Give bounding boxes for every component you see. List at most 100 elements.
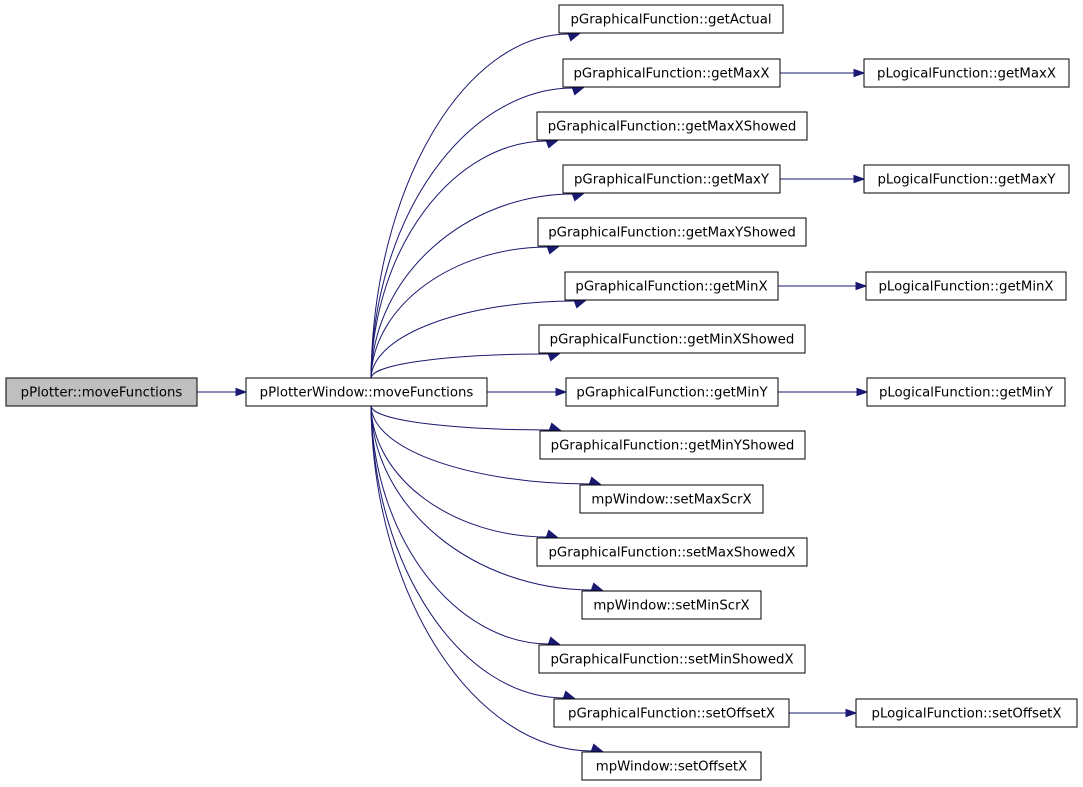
node-gf-getmaxyshowed-box bbox=[537, 217, 807, 247]
node-pw-label: pPlotterWindow::moveFunctions bbox=[260, 386, 474, 401]
edge-pw-to-gf-getactual-arrowhead bbox=[567, 33, 581, 42]
edge-pw-to-gf-getmaxy bbox=[370, 193, 585, 379]
node-gf-getmaxx-box bbox=[562, 58, 781, 88]
edge-pw-to-gf-getmaxxshowed-line bbox=[370, 140, 548, 379]
node-lf-getmaxy-label: pLogicalFunction::getMaxY bbox=[877, 173, 1056, 188]
edge-gf-getminx-to-lf-getminx bbox=[778, 281, 868, 291]
edge-pw-to-gf-getminx-arrowhead bbox=[573, 300, 587, 309]
node-mp-setmaxscrx[interactable]: mpWindow::setMaxScrX bbox=[579, 484, 764, 514]
edge-pw-to-gf-getactual-line bbox=[370, 33, 570, 379]
edge-pw-to-gf-setoffsetx bbox=[370, 405, 576, 699]
node-gf-setoffsetx[interactable]: pGraphicalFunction::setOffsetX bbox=[553, 698, 790, 728]
edge-pw-to-gf-setmaxshowedx-arrowhead bbox=[545, 529, 559, 538]
edge-pw-to-gf-getmaxx-arrowhead bbox=[571, 87, 585, 96]
node-lf-getmaxy[interactable]: pLogicalFunction::getMaxY bbox=[863, 164, 1070, 194]
edge-pw-to-mp-setminscrx bbox=[370, 405, 604, 591]
edge-pw-to-gf-getmaxy-line bbox=[370, 193, 574, 379]
edge-pw-to-gf-getminx-line bbox=[370, 300, 576, 379]
edge-pw-to-gf-getminx bbox=[370, 300, 587, 379]
edge-root-to-pw bbox=[197, 387, 248, 397]
node-gf-getminxshowed-label: pGraphicalFunction::getMinXShowed bbox=[550, 333, 795, 348]
node-gf-getmaxy-label: pGraphicalFunction::getMaxY bbox=[574, 173, 770, 188]
node-gf-getminyshowed[interactable]: pGraphicalFunction::getMinYShowed bbox=[539, 430, 806, 460]
node-mp-setoffsetx[interactable]: mpWindow::setOffsetX bbox=[581, 751, 762, 781]
node-gf-getmaxx-label: pGraphicalFunction::getMaxX bbox=[573, 67, 769, 82]
node-mp-setoffsetx-label: mpWindow::setOffsetX bbox=[596, 760, 747, 775]
edge-pw-to-gf-setminshowedx bbox=[370, 405, 561, 645]
node-lf-getminx-label: pLogicalFunction::getMinX bbox=[878, 280, 1053, 295]
node-root-box bbox=[5, 377, 198, 407]
node-gf-getmaxxshowed[interactable]: pGraphicalFunction::getMaxXShowed bbox=[536, 111, 808, 141]
node-gf-setmaxshowedx-label: pGraphicalFunction::setMaxShowedX bbox=[548, 546, 795, 561]
node-pw[interactable]: pPlotterWindow::moveFunctions bbox=[245, 377, 488, 407]
edge-pw-to-mp-setmaxscrx-line bbox=[370, 405, 591, 485]
node-gf-getmaxxshowed-box bbox=[536, 111, 808, 141]
node-lf-getminx-box bbox=[865, 271, 1067, 301]
node-mp-setmaxscrx-label: mpWindow::setMaxScrX bbox=[591, 493, 751, 508]
edge-gf-getmaxy-to-lf-getmaxy-arrowhead bbox=[853, 174, 866, 184]
node-gf-setminshowedx[interactable]: pGraphicalFunction::setMinShowedX bbox=[538, 644, 806, 674]
node-gf-getminy-box bbox=[565, 377, 779, 407]
edge-gf-setoffsetx-to-lf-setoffsetx bbox=[789, 708, 858, 718]
node-gf-getminx[interactable]: pGraphicalFunction::getMinX bbox=[564, 271, 779, 301]
edge-pw-to-gf-setoffsetx-line bbox=[370, 405, 565, 699]
edge-pw-to-gf-getmaxyshowed bbox=[370, 246, 560, 379]
edge-pw-to-gf-getmaxx bbox=[370, 87, 585, 379]
node-gf-getmaxx[interactable]: pGraphicalFunction::getMaxX bbox=[562, 58, 781, 88]
node-gf-getactual-box bbox=[558, 4, 784, 34]
node-gf-getminyshowed-box bbox=[539, 430, 806, 460]
node-gf-getactual-label: pGraphicalFunction::getActual bbox=[570, 13, 771, 28]
edge-pw-to-mp-setoffsetx-arrowhead bbox=[590, 743, 604, 752]
edge-pw-to-gf-setoffsetx-arrowhead bbox=[562, 690, 576, 699]
edge-pw-to-gf-getminyshowed bbox=[370, 405, 562, 431]
node-lf-setoffsetx-label: pLogicalFunction::setOffsetX bbox=[872, 707, 1062, 722]
node-lf-setoffsetx[interactable]: pLogicalFunction::setOffsetX bbox=[855, 698, 1078, 728]
node-gf-getmaxy[interactable]: pGraphicalFunction::getMaxY bbox=[562, 164, 781, 194]
edge-pw-to-gf-getmaxy-arrowhead bbox=[571, 193, 585, 202]
nodes-layer: pPlotter::moveFunctions pPlotterWindow::m… bbox=[5, 4, 1078, 781]
node-gf-getmaxyshowed[interactable]: pGraphicalFunction::getMaxYShowed bbox=[537, 217, 807, 247]
node-gf-getmaxxshowed-label: pGraphicalFunction::getMaxXShowed bbox=[548, 120, 797, 135]
edge-pw-to-gf-getminyshowed-line bbox=[370, 405, 551, 431]
edge-gf-getmaxx-to-lf-getmaxx bbox=[780, 68, 866, 78]
node-gf-setoffsetx-label: pGraphicalFunction::setOffsetX bbox=[568, 707, 775, 722]
node-gf-getminxshowed[interactable]: pGraphicalFunction::getMinXShowed bbox=[538, 324, 806, 354]
edge-pw-to-mp-setminscrx-arrowhead bbox=[590, 582, 604, 591]
edge-pw-to-gf-setminshowedx-line bbox=[370, 405, 550, 645]
node-gf-getminy-label: pGraphicalFunction::getMinY bbox=[576, 386, 768, 401]
edge-pw-to-gf-getminyshowed-arrowhead bbox=[548, 422, 562, 431]
node-mp-setminscrx[interactable]: mpWindow::setMinScrX bbox=[581, 590, 762, 620]
node-lf-setoffsetx-box bbox=[855, 698, 1078, 728]
edge-gf-getminx-to-lf-getminx-arrowhead bbox=[855, 281, 868, 291]
node-lf-getminy-box bbox=[866, 377, 1066, 407]
edge-pw-to-gf-setminshowedx-arrowhead bbox=[547, 636, 561, 645]
edge-gf-setoffsetx-to-lf-setoffsetx-arrowhead bbox=[845, 708, 858, 718]
node-gf-getminy[interactable]: pGraphicalFunction::getMinY bbox=[565, 377, 779, 407]
node-gf-setmaxshowedx[interactable]: pGraphicalFunction::setMaxShowedX bbox=[536, 537, 808, 567]
node-lf-getminx[interactable]: pLogicalFunction::getMinX bbox=[865, 271, 1067, 301]
edge-pw-to-mp-setmaxscrx bbox=[370, 405, 602, 485]
edge-pw-to-gf-setmaxshowedx bbox=[370, 405, 559, 538]
edge-pw-to-gf-getmaxyshowed-line bbox=[370, 246, 549, 379]
edge-gf-getmaxx-to-lf-getmaxx-arrowhead bbox=[853, 68, 866, 78]
node-gf-getminxshowed-box bbox=[538, 324, 806, 354]
node-gf-getmaxyshowed-label: pGraphicalFunction::getMaxYShowed bbox=[548, 226, 796, 241]
node-gf-getactual[interactable]: pGraphicalFunction::getActual bbox=[558, 4, 784, 34]
node-mp-setminscrx-label: mpWindow::setMinScrX bbox=[593, 599, 749, 614]
node-lf-getminy[interactable]: pLogicalFunction::getMinY bbox=[866, 377, 1066, 407]
edge-root-to-pw-arrowhead bbox=[235, 387, 248, 397]
edge-pw-to-gf-getminxshowed-arrowhead bbox=[547, 353, 561, 362]
node-gf-setminshowedx-box bbox=[538, 644, 806, 674]
edge-pw-to-gf-getmaxxshowed-arrowhead bbox=[545, 140, 559, 149]
edge-gf-getminy-to-lf-getminy-arrowhead bbox=[856, 387, 869, 397]
node-gf-setminshowedx-label: pGraphicalFunction::setMinShowedX bbox=[550, 653, 793, 668]
edge-pw-to-gf-getactual bbox=[370, 33, 581, 379]
node-gf-getminyshowed-label: pGraphicalFunction::getMinYShowed bbox=[551, 439, 795, 454]
edge-pw-to-gf-getmaxyshowed-arrowhead bbox=[546, 246, 560, 255]
node-gf-setmaxshowedx-box bbox=[536, 537, 808, 567]
node-root[interactable]: pPlotter::moveFunctions bbox=[5, 377, 198, 407]
edge-pw-to-gf-getminy-arrowhead bbox=[555, 387, 568, 397]
edge-pw-to-gf-getminy bbox=[487, 387, 568, 397]
node-lf-getmaxx[interactable]: pLogicalFunction::getMaxX bbox=[863, 58, 1070, 88]
